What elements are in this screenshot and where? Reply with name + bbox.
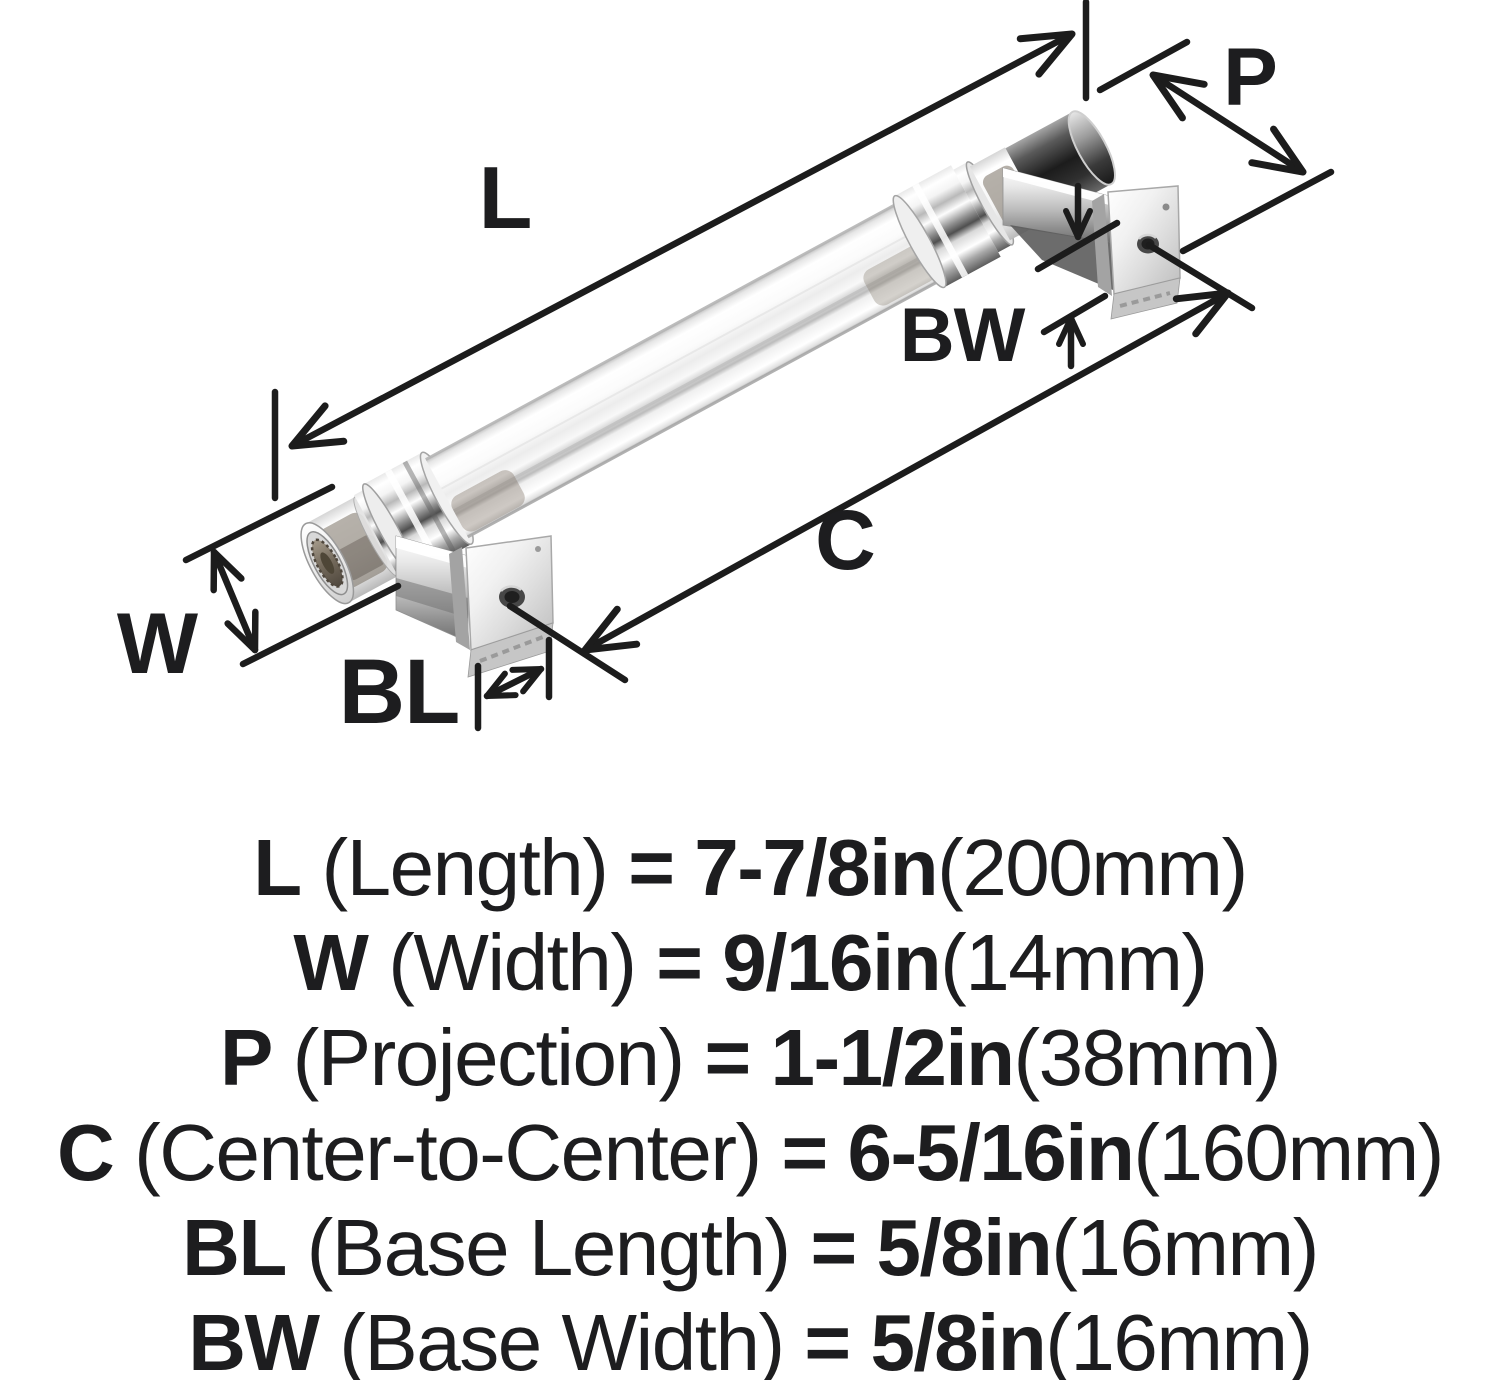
spec-row-length: L (Length) = 7-7/8in(200mm) xyxy=(0,820,1500,915)
spec-desc: (Projection) xyxy=(292,1013,686,1102)
spec-abbr: P xyxy=(220,1013,273,1102)
spec-row-center-to-center: C (Center-to-Center) = 6-5/16in(160mm) xyxy=(0,1105,1500,1200)
spec-row-width: W (Width) = 9/16in(14mm) xyxy=(0,915,1500,1010)
spec-equals: = xyxy=(810,1203,857,1292)
spec-metric: (16mm) xyxy=(1045,1298,1313,1380)
spec-table: L (Length) = 7-7/8in(200mm) W (Width) = … xyxy=(0,800,1500,1380)
bw-edge-line-top xyxy=(1034,219,1121,273)
spec-desc: (Base Length) xyxy=(306,1203,792,1292)
spec-desc: (Center-to-Center) xyxy=(134,1108,762,1197)
left-post xyxy=(395,535,554,678)
dimension-lines xyxy=(182,0,1335,732)
spec-row-base-width: BW (Base Width) = 5/8in(16mm) xyxy=(0,1295,1500,1380)
dimension-label-base-length: BL xyxy=(338,641,461,743)
spec-abbr: W xyxy=(293,918,369,1007)
p-dimension-line xyxy=(1149,71,1307,176)
spec-equals: = xyxy=(628,823,675,912)
spec-value: 5/8in xyxy=(870,1298,1046,1380)
dimension-label-width: W xyxy=(116,596,198,692)
product-diagram: L P BW C W BL xyxy=(116,0,1335,743)
spec-desc: (Base Width) xyxy=(339,1298,785,1380)
bar-pull-product xyxy=(300,110,1181,678)
dimension-label-projection: P xyxy=(1223,32,1278,123)
c-extension-left xyxy=(506,602,629,684)
product-diagram-svg xyxy=(182,0,1335,732)
spec-equals: = xyxy=(656,918,703,1007)
spec-value: 7-7/8in xyxy=(694,823,938,912)
spec-metric: (160mm) xyxy=(1133,1108,1444,1197)
spec-metric: (200mm) xyxy=(937,823,1248,912)
spec-value: 9/16in xyxy=(722,918,941,1007)
spec-equals: = xyxy=(804,1298,851,1380)
c-dimension-line xyxy=(581,289,1232,654)
p-extension-tick xyxy=(1096,38,1191,94)
w-dimension-line xyxy=(210,548,259,654)
spec-desc: (Length) xyxy=(321,823,608,912)
w-edge-line-bottom xyxy=(239,582,402,668)
spec-value: 6-5/16in xyxy=(847,1108,1134,1197)
spec-abbr: BL xyxy=(182,1203,287,1292)
spec-abbr: BW xyxy=(188,1298,320,1380)
c-extension-right xyxy=(1145,241,1256,312)
spec-row-projection: P (Projection) = 1-1/2in(38mm) xyxy=(0,1010,1500,1105)
dimension-label-base-width: BW xyxy=(899,293,1026,378)
spec-equals: = xyxy=(781,1108,828,1197)
spec-metric: (38mm) xyxy=(1013,1013,1281,1102)
spec-metric: (16mm) xyxy=(1051,1203,1319,1292)
bw-edge-line-bottom xyxy=(1040,292,1109,336)
spec-abbr: L xyxy=(253,823,302,912)
spec-abbr: C xyxy=(57,1108,115,1197)
spec-desc: (Width) xyxy=(388,918,637,1007)
spec-row-base-length: BL (Base Length) = 5/8in(16mm) xyxy=(0,1200,1500,1295)
dimension-label-length: L xyxy=(478,148,533,247)
mounting-plane-line xyxy=(1179,168,1335,255)
spec-metric: (14mm) xyxy=(940,918,1208,1007)
bl-dimension-line xyxy=(483,665,545,700)
dimension-label-center-to-center: C xyxy=(815,493,876,587)
l-dimension-line xyxy=(288,30,1076,450)
spec-value: 1-1/2in xyxy=(770,1013,1015,1102)
w-edge-line-top xyxy=(182,483,336,564)
spec-equals: = xyxy=(704,1013,751,1102)
spec-value: 5/8in xyxy=(876,1203,1052,1292)
